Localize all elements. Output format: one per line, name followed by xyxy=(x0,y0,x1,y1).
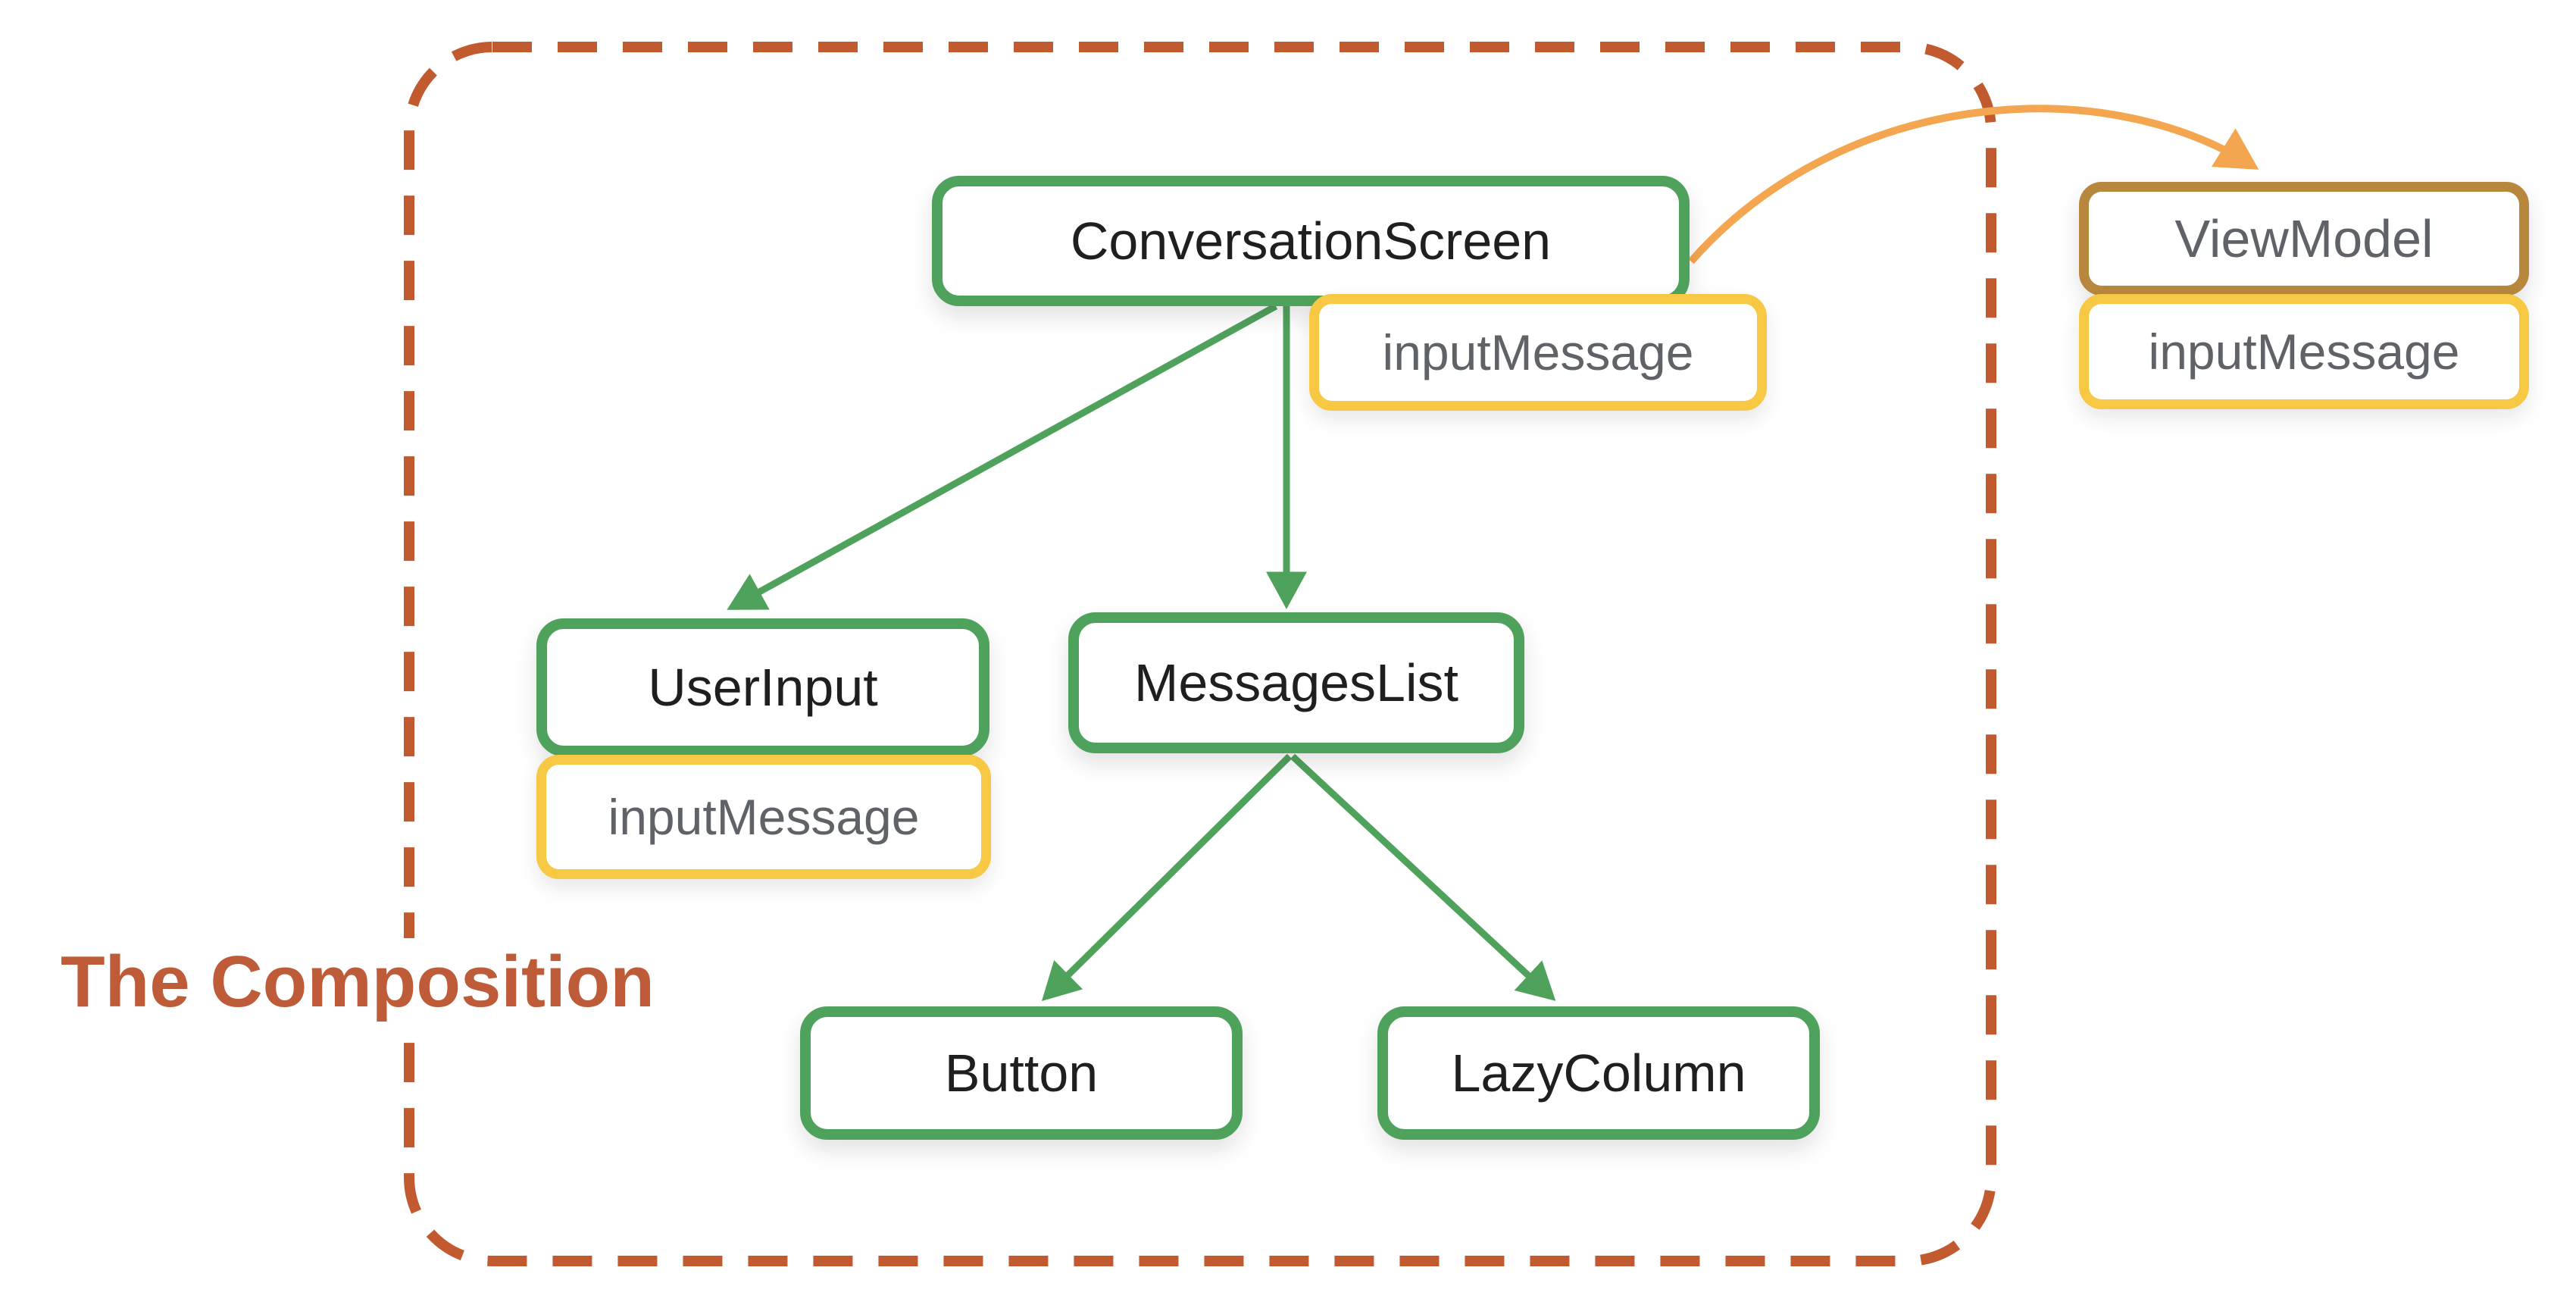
node-lazy-column-label: LazyColumn xyxy=(1451,1044,1746,1103)
node-view-model: ViewModel xyxy=(2079,182,2529,296)
node-lazy-column: LazyColumn xyxy=(1377,1006,1820,1140)
edge-messageslist-button xyxy=(1041,753,1293,1001)
state-badge-label: inputMessage xyxy=(1382,324,1694,380)
node-messages-list: MessagesList xyxy=(1068,612,1524,753)
state-badge-view-model: inputMessage xyxy=(2079,294,2529,409)
node-conversation-screen-label: ConversationScreen xyxy=(1070,211,1552,271)
state-badge-conversation-screen: inputMessage xyxy=(1309,294,1767,411)
node-button-label: Button xyxy=(944,1044,1099,1103)
node-user-input-label: UserInput xyxy=(648,658,878,717)
node-conversation-screen: ConversationScreen xyxy=(932,176,1690,306)
composition-boundary xyxy=(404,42,1996,1266)
diagram-title: The Composition xyxy=(61,938,677,1027)
state-badge-label: inputMessage xyxy=(2148,324,2460,380)
state-badge-user-input: inputMessage xyxy=(536,755,991,879)
node-messages-list-label: MessagesList xyxy=(1134,653,1458,712)
node-button: Button xyxy=(800,1006,1243,1140)
edge-conversationscreen-userinput xyxy=(727,303,1278,610)
edge-conversationscreen-viewmodel xyxy=(1688,105,2259,264)
edge-messageslist-lazycolumn xyxy=(1290,753,1556,1001)
state-badge-label: inputMessage xyxy=(608,789,920,845)
node-view-model-label: ViewModel xyxy=(2174,209,2434,268)
node-user-input: UserInput xyxy=(536,618,989,756)
